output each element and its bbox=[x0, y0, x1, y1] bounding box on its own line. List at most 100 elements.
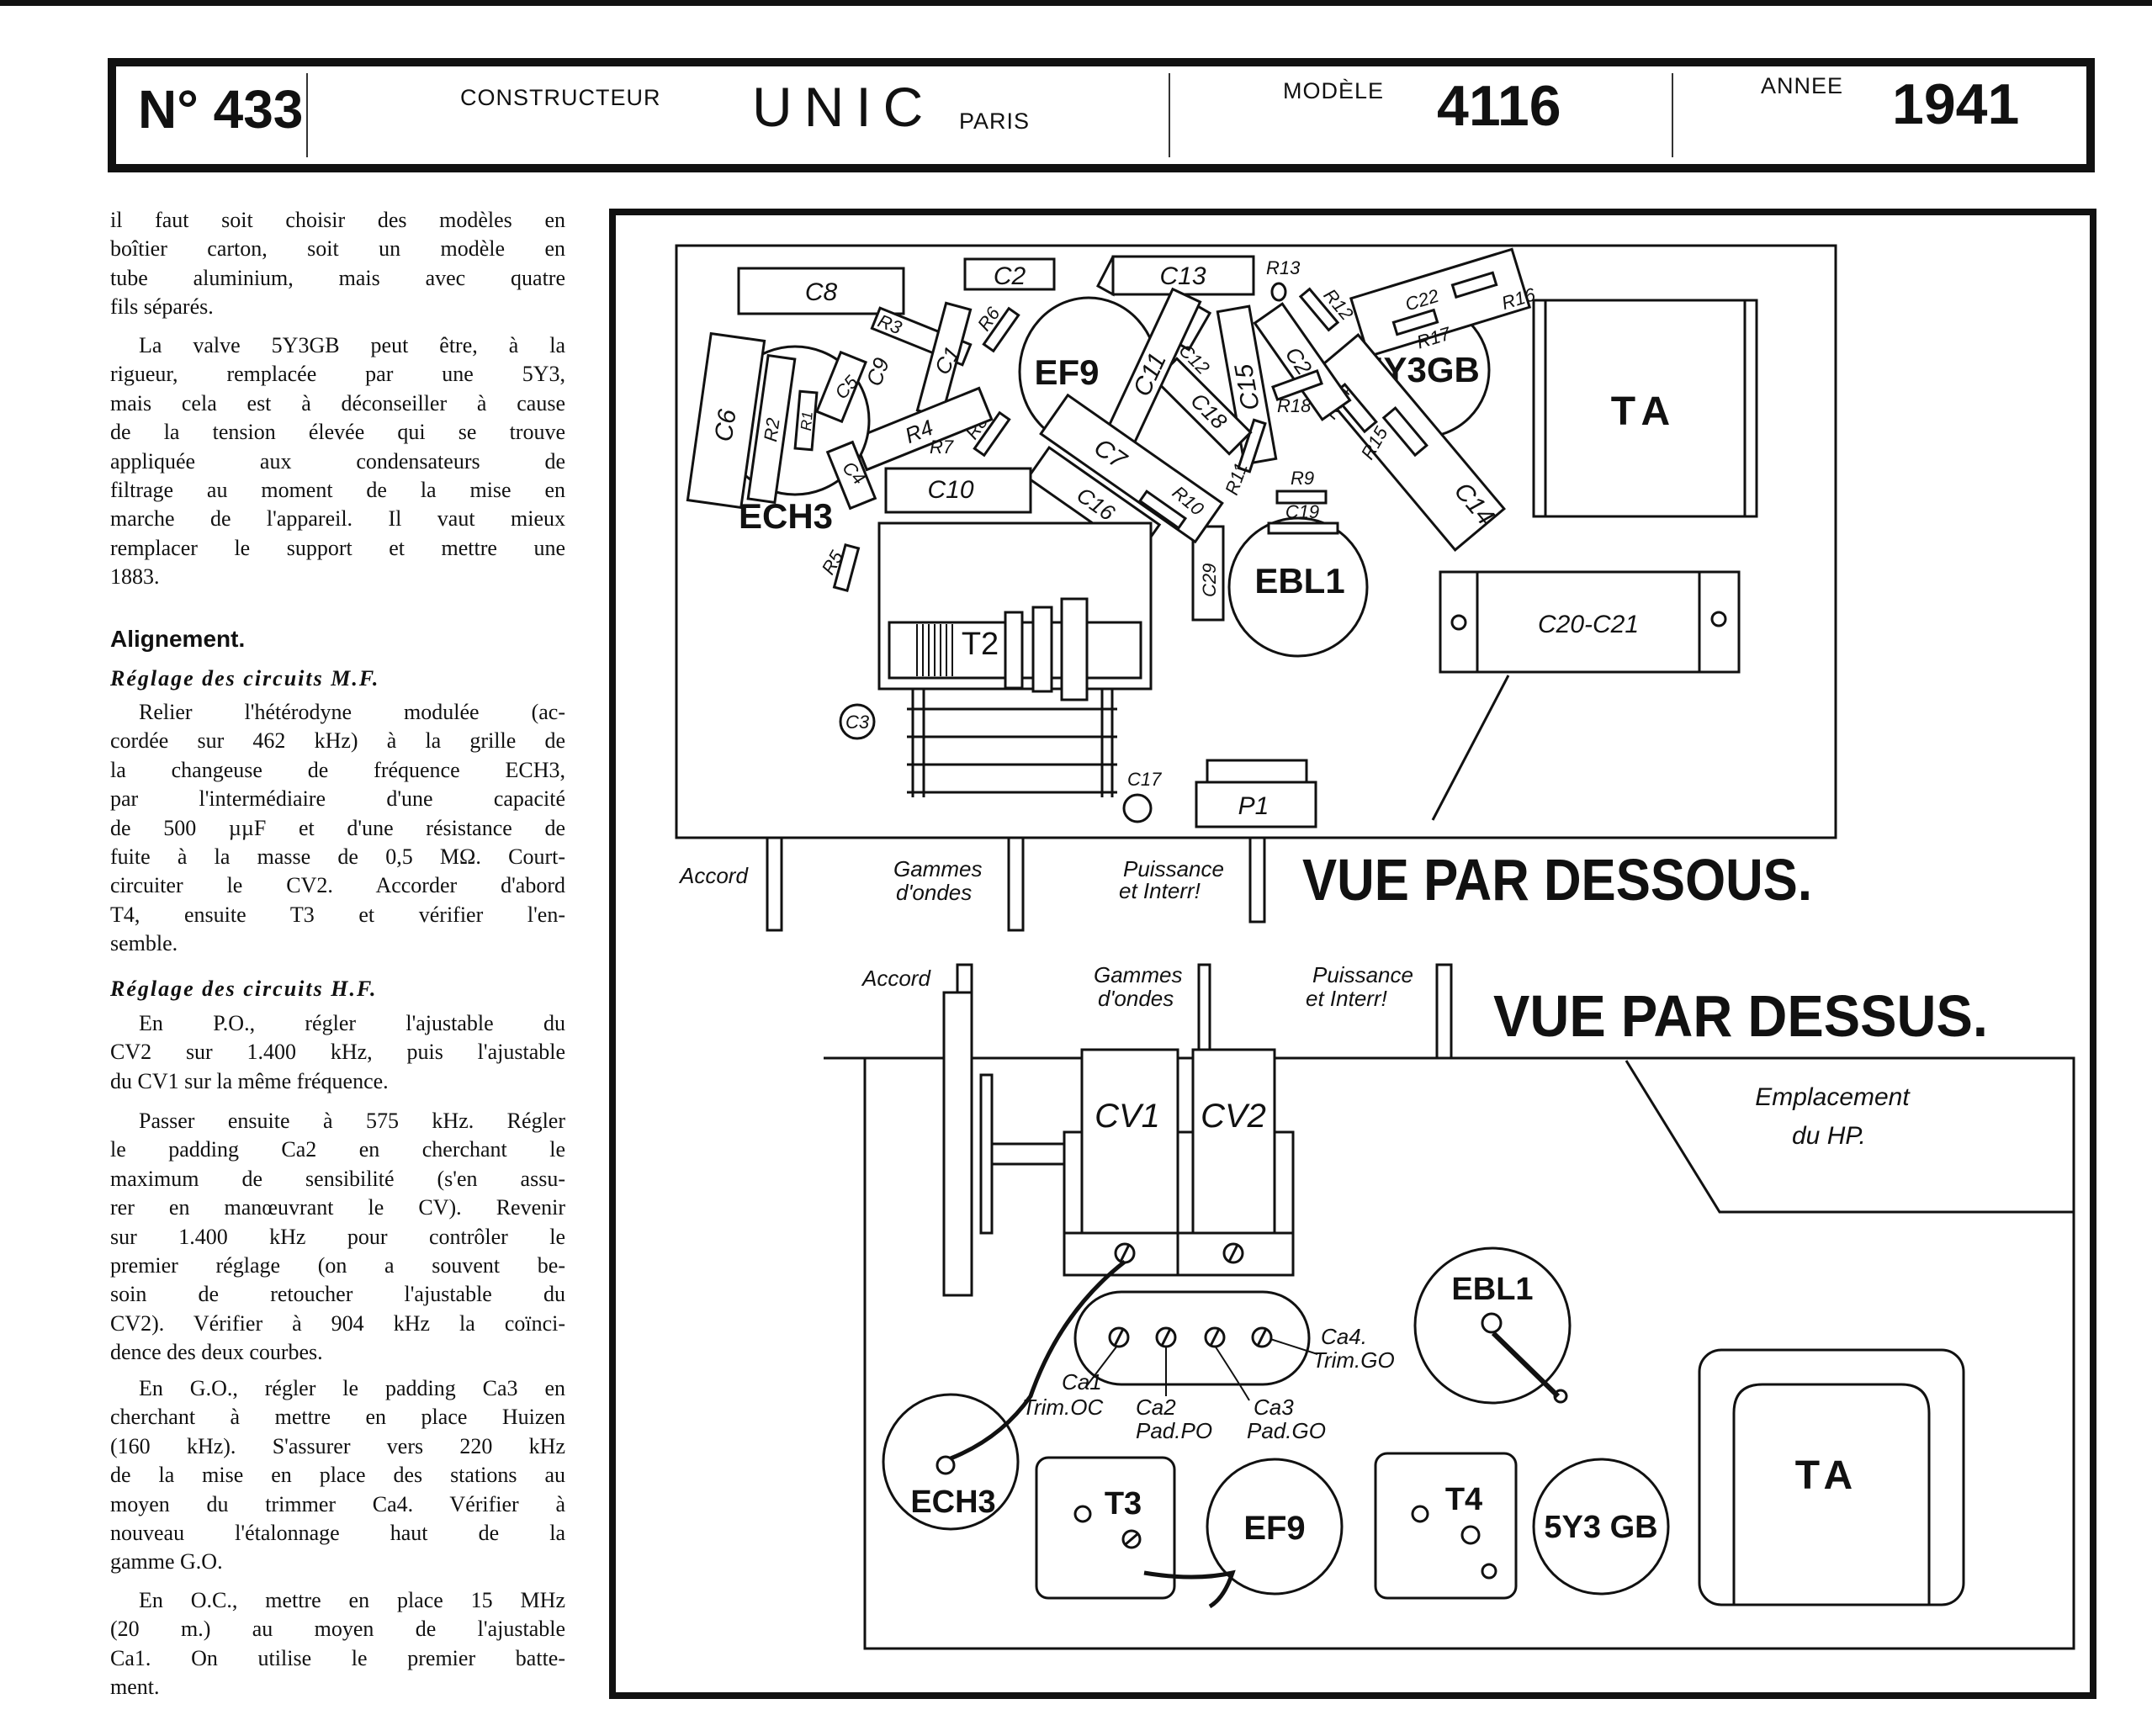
text-line: filtrage au moment de la mise en bbox=[110, 477, 565, 502]
text-line: tube aluminium, mais avec quatre bbox=[110, 265, 565, 290]
resistor-r2: R2 bbox=[746, 353, 797, 505]
speaker-label-2: du HP. bbox=[1792, 1122, 1866, 1150]
ca3-role: Pad.GO bbox=[1247, 1418, 1326, 1443]
puissance-shaft bbox=[1435, 963, 1453, 1060]
capacitor-c7: C7 bbox=[1039, 393, 1224, 544]
trimmer-ca4[interactable] bbox=[1251, 1326, 1273, 1348]
label: T3 bbox=[1105, 1486, 1142, 1522]
resistor-r17 bbox=[1391, 308, 1439, 336]
cv2-trimmer-screw[interactable] bbox=[1222, 1242, 1244, 1264]
text-line: mais cela est à déconseiller à cause bbox=[110, 390, 565, 415]
label-c19: C19 bbox=[1285, 501, 1319, 522]
tube-label: EBL1 bbox=[1451, 1272, 1533, 1307]
text-line: de 500 µµF et d'une résistance de bbox=[110, 815, 565, 840]
label-c9: C9 bbox=[861, 354, 894, 389]
resistor-r10 bbox=[1137, 490, 1188, 530]
text-line: premier réglage (on a souvent be- bbox=[110, 1252, 565, 1278]
year-label: ANNEE bbox=[1761, 73, 1844, 98]
paragraph-mf: Relier l'hétérodyne modulée (ac-cordée s… bbox=[110, 698, 565, 959]
label: C13 bbox=[1159, 262, 1206, 290]
tube-ebl1: R9 C19 EBL1 bbox=[1227, 468, 1369, 658]
divider bbox=[1169, 73, 1170, 157]
capacitor-c6: C6 bbox=[686, 331, 766, 510]
label-ondes: d'ondes bbox=[1098, 986, 1174, 1011]
ca2-label: Ca2 bbox=[1136, 1395, 1176, 1420]
text-line: nouveau l'étalonnage haut de la bbox=[110, 1520, 565, 1545]
accord-shaft bbox=[766, 836, 783, 932]
transformer-ta: TA bbox=[1698, 1348, 1965, 1606]
ca1-role: Trim.OC bbox=[1022, 1395, 1103, 1420]
text-line: sur 1.400 kHz pour contrôler le bbox=[110, 1224, 565, 1249]
label-r18: R18 bbox=[1277, 395, 1312, 416]
text-line: marche de l'appareil. Il vaut mieux bbox=[110, 506, 565, 532]
tube-ebl1: EBL1 bbox=[1413, 1246, 1572, 1405]
coupling-shaft bbox=[990, 1142, 1070, 1166]
subheading-hf: Réglage des circuits H.F. bbox=[110, 977, 378, 1001]
chassis-outline bbox=[863, 1056, 2075, 1650]
constructor-city: PARIS bbox=[959, 108, 1031, 134]
accord-shaft bbox=[956, 963, 973, 997]
text-line: En O.C., mettre en place 15 MHz bbox=[139, 1588, 565, 1612]
text-line: soin de retoucher l'ajustable du bbox=[110, 1282, 565, 1307]
label: C8 bbox=[805, 278, 838, 306]
top-view-title: VUE PAR DESSUS. bbox=[1493, 983, 1988, 1049]
text-line: par l'intermédiaire d'une capacité bbox=[110, 786, 565, 812]
capacitor-c20-c21: C20-C21 bbox=[1439, 570, 1741, 674]
label: TA bbox=[1795, 1453, 1859, 1498]
trimmer-block bbox=[1073, 1290, 1318, 1401]
capacitor-c19 bbox=[1267, 521, 1339, 535]
speaker-label: Emplacement bbox=[1755, 1083, 1911, 1111]
model-number: 4116 bbox=[1437, 74, 1561, 138]
tube-label: EBL1 bbox=[1254, 561, 1344, 601]
text-line: maximum de sensibilité (s'en assu- bbox=[110, 1166, 565, 1191]
resistor-r1: R1 bbox=[793, 389, 819, 452]
potentiometer-p1: P1 bbox=[1195, 759, 1317, 828]
number-value: 433 bbox=[213, 79, 304, 140]
label: C17 bbox=[1127, 769, 1162, 790]
resistor-r15 bbox=[1381, 405, 1428, 458]
text-line: gamme G.O. bbox=[110, 1549, 223, 1575]
sheet-number: N° 433 bbox=[138, 78, 303, 140]
ca3-label: Ca3 bbox=[1254, 1395, 1294, 1420]
label: R1 bbox=[798, 410, 816, 431]
label: C10 bbox=[927, 476, 973, 504]
text-line: de la tension élevée qui se trouve bbox=[110, 420, 565, 445]
header-box: N° 433 CONSTRUCTEUR UNIC PARIS MODÈLE 41… bbox=[108, 58, 2095, 172]
text-line: T4, ensuite T3 et vérifier l'en- bbox=[110, 902, 565, 927]
tube-ech3: ECH3 bbox=[882, 1260, 1126, 1531]
diagram-frame bbox=[609, 209, 2096, 1699]
text-line: semble. bbox=[110, 931, 178, 956]
capacitor-c3: C3 bbox=[839, 703, 876, 740]
label-puissance: Puissance bbox=[1123, 856, 1224, 881]
label: R2 bbox=[760, 416, 784, 442]
ca4-role: Trim.GO bbox=[1312, 1347, 1395, 1373]
tube-5y3gb: 5Y3 GB bbox=[1532, 1458, 1670, 1596]
tube-label-ech3: ECH3 bbox=[739, 496, 833, 536]
chassis-edge-line bbox=[1431, 675, 1510, 821]
number-label: N° bbox=[138, 79, 199, 140]
underside-title: VUE PAR DESSOUS. bbox=[1302, 847, 1812, 913]
constructor-name: UNIC bbox=[752, 76, 936, 138]
resistor-r16 bbox=[1450, 271, 1498, 299]
dial-plate bbox=[979, 1073, 994, 1235]
label-gammes: Gammes bbox=[1094, 962, 1182, 987]
resistor-r12: R12 bbox=[1298, 284, 1358, 332]
label: C2 bbox=[994, 262, 1026, 290]
year-value: 1941 bbox=[1892, 72, 2020, 136]
label-r11: R11 bbox=[1221, 460, 1252, 498]
label-accord: Accord bbox=[861, 966, 931, 991]
trimmer-ca1[interactable] bbox=[1108, 1326, 1130, 1348]
label: T2 bbox=[962, 627, 999, 662]
text-line: circuiter le CV2. Accorder d'abord bbox=[110, 873, 565, 898]
text-line: dence des deux courbes. bbox=[110, 1340, 323, 1365]
tuning-drum bbox=[942, 991, 973, 1297]
text-line: CV2 sur 1.400 kHz, puis l'ajustable bbox=[110, 1040, 565, 1065]
text-line: (20 m.) au moyen de l'ajustable bbox=[110, 1617, 565, 1642]
paragraph-oc: En O.C., mettre en place 15 MHz (20 m.) a… bbox=[110, 1586, 565, 1702]
text-line: il faut soit choisir des modèles en bbox=[110, 208, 565, 232]
tube-ef9: EF9 bbox=[1143, 1458, 1344, 1609]
